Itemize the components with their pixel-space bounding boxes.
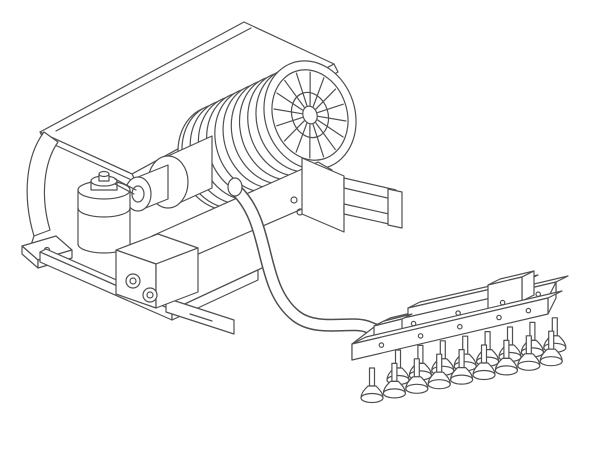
canister-seam <box>77 207 131 218</box>
face-rib <box>317 119 344 138</box>
knob <box>142 287 158 303</box>
suction-cup <box>386 349 410 386</box>
rail-bolt <box>410 320 417 327</box>
rail-bolt <box>535 291 542 298</box>
side-bracket <box>301 157 403 233</box>
motor-face-ring <box>271 69 349 161</box>
face-rib <box>295 72 308 107</box>
face-rib <box>309 124 311 159</box>
hose-fitting-pump <box>227 177 243 197</box>
suction-cup <box>543 317 567 353</box>
face-rib <box>312 77 325 108</box>
face-rib <box>276 116 303 127</box>
base-flange-slot <box>189 313 213 322</box>
face-rib <box>276 92 303 111</box>
rail-bolt <box>496 314 502 321</box>
side-plate <box>301 157 345 233</box>
frame-left-arch <box>26 131 59 237</box>
rail-bolts-front <box>378 307 532 348</box>
manifold-block-side <box>521 270 535 302</box>
face-rib <box>315 122 336 151</box>
motor-face-ribs <box>273 71 347 159</box>
rail-bolt <box>456 323 463 330</box>
knob <box>125 273 141 289</box>
rail-bolt <box>525 307 532 314</box>
face-rib <box>295 122 308 153</box>
suction-cup <box>453 335 477 372</box>
shaft-end-detail <box>131 185 145 203</box>
suction-cup <box>431 340 455 376</box>
rail-bolt <box>417 333 424 339</box>
suction-cup <box>476 331 500 367</box>
face-rib <box>273 108 303 115</box>
control-box <box>115 233 199 309</box>
canister-fitting <box>114 178 137 195</box>
face-rib <box>284 79 305 108</box>
rail-bolt <box>499 299 506 306</box>
face-rib <box>315 88 337 110</box>
rail-bolt <box>455 310 461 316</box>
face-rib <box>309 71 311 106</box>
knob-center <box>146 291 154 299</box>
motor-face <box>263 60 357 170</box>
suction-cup <box>498 326 522 363</box>
knob-center <box>129 277 137 285</box>
motor-hub <box>302 105 318 125</box>
face-rib <box>312 123 325 158</box>
cover-fold-line <box>55 27 252 132</box>
canister-nipple <box>98 170 110 178</box>
suction-cup <box>408 344 432 381</box>
face-rib <box>317 103 344 114</box>
face-rib <box>317 115 347 122</box>
rail-bolts-back <box>410 291 542 327</box>
suction-cup-gripper <box>351 270 569 404</box>
gripper-rail-front <box>351 297 549 361</box>
mounting-frame <box>21 131 265 335</box>
base-flange <box>165 297 235 335</box>
suction-cup <box>360 367 384 404</box>
filter-canister <box>77 170 137 254</box>
bolt-hole <box>290 196 298 204</box>
motor-face-inner-ring <box>290 91 330 139</box>
bracket-end <box>387 188 403 229</box>
suction-cup <box>520 321 545 358</box>
face-rib <box>283 120 305 142</box>
rail-bolt <box>378 342 385 348</box>
